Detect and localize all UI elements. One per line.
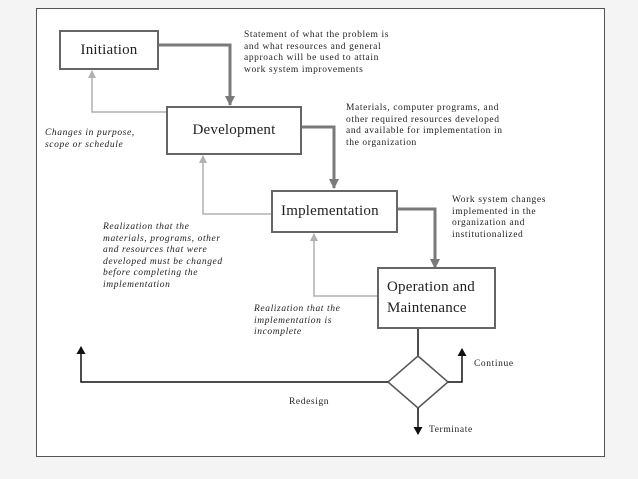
feedback-development-to-initiation [88, 70, 167, 113]
initiation-label: Initiation [80, 41, 138, 58]
arrow-implementation-to-operation [397, 207, 440, 269]
development-output-note: Materials, computer programs, and other … [346, 103, 503, 148]
arrow-redesign [76, 346, 388, 383]
implementation-output-note: Work system changes implemented in the o… [452, 195, 547, 240]
initiation-box: Initiation [59, 30, 159, 70]
feedback-operation-note: Realization that the implementation is i… [254, 304, 341, 337]
redesign-label: Redesign [289, 397, 330, 407]
implementation-label: Implementation [281, 203, 379, 219]
arrow-continue [448, 348, 467, 383]
development-box: Development [166, 106, 302, 155]
feedback-operation-to-implementation [310, 233, 380, 297]
feedback-implementation-to-development [199, 155, 273, 215]
operation-maintenance-box: Operation and Maintenance [377, 267, 496, 329]
operation-label-line1: Operation and [387, 279, 475, 295]
development-label: Development [192, 122, 276, 138]
implementation-box: Implementation [271, 190, 398, 233]
feedback-development-note: Changes in purpose, scope or schedule [45, 128, 135, 150]
decision-diamond [386, 355, 450, 409]
arrow-development-to-implementation [302, 125, 339, 189]
feedback-implementation-note: Realization that the materials, programs… [103, 222, 223, 290]
continue-label: Continue [474, 359, 514, 369]
arrow-initiation-to-development [158, 43, 235, 106]
initiation-output-note: Statement of what the problem is and wha… [244, 30, 390, 75]
operation-label-line2: Maintenance [387, 300, 467, 316]
terminate-label: Terminate [429, 425, 473, 435]
